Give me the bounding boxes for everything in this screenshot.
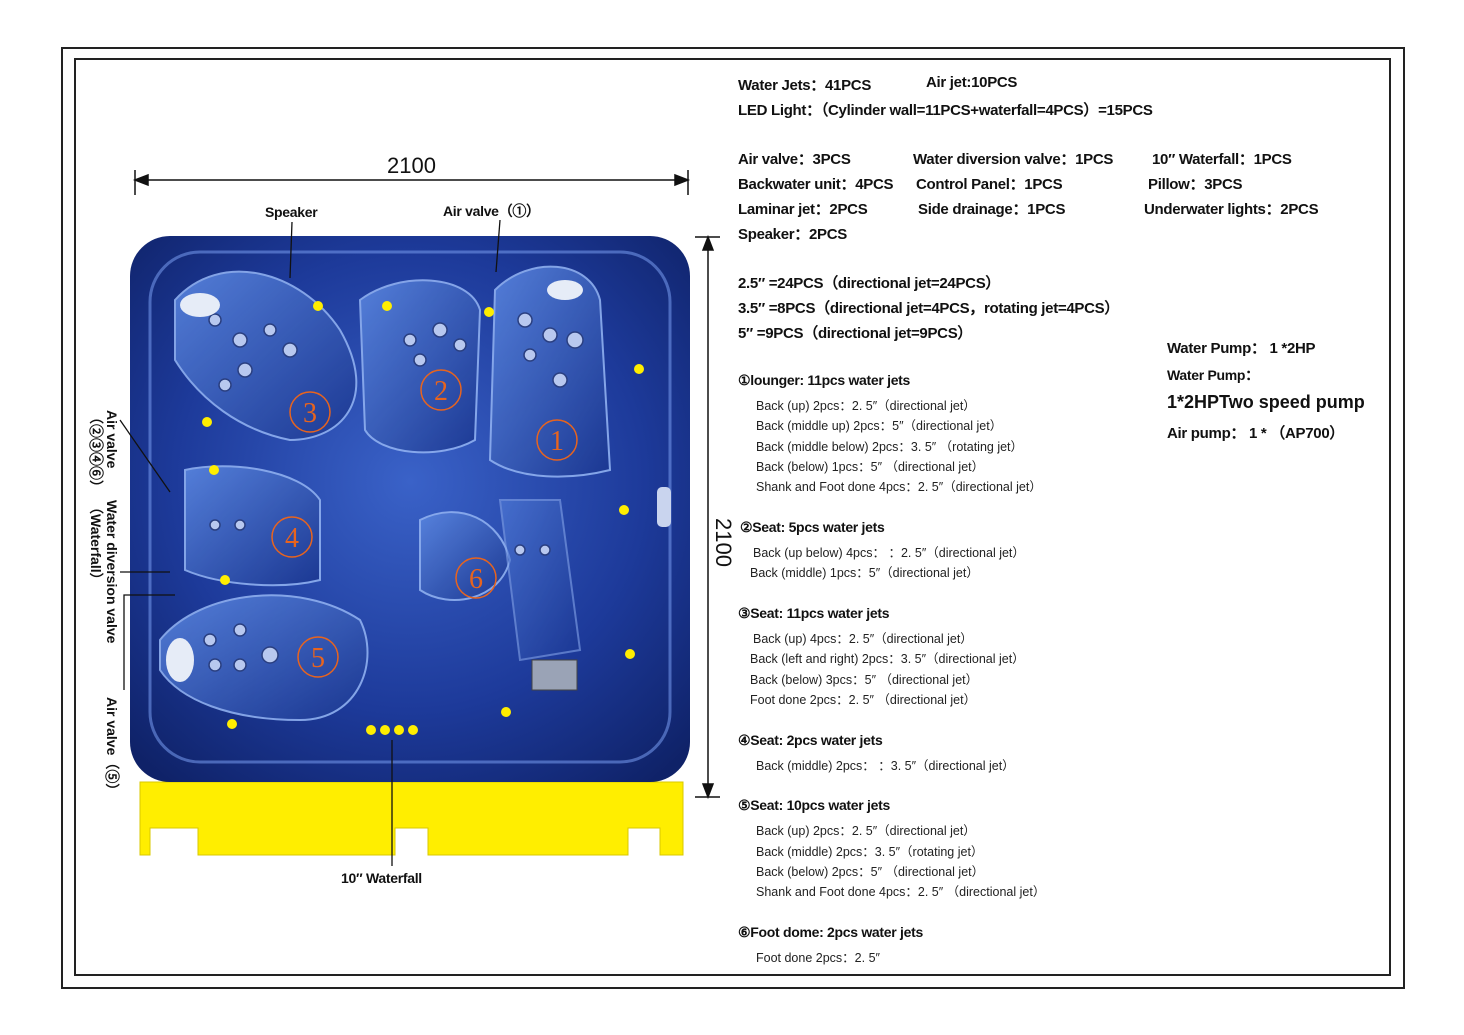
jet-size: 2.5″ =24PCS（directional jet=24PCS）: [738, 275, 1001, 292]
width-dimension-line: [132, 170, 691, 195]
component: Speaker：2PCS: [738, 226, 847, 243]
component: Backwater unit：4PCS: [738, 176, 894, 193]
seat-marker-4: 4: [285, 523, 299, 554]
seat-5-line: Shank and Foot done 4pcs：2. 5″ （directio…: [756, 885, 1046, 899]
seat-1-line: Back (below) 1pcs：5″ （directional jet）: [756, 460, 985, 474]
led-light-total: LED Light：（Cylinder wall=11PCS+waterfall…: [738, 102, 1153, 119]
inner-frame: [74, 58, 1391, 976]
seat-marker-3: 3: [303, 398, 317, 429]
callout-arrows: [119, 219, 501, 866]
callout-water-diversion: Water diversion valve （Waterfall）: [88, 500, 120, 644]
air-jet-total: Air jet:10PCS: [926, 74, 1018, 91]
seat-2-line: Back (middle) 1pcs：5″（directional jet）: [750, 566, 979, 580]
seat-marker-5: 5: [311, 643, 325, 674]
component: Water diversion valve：1PCS: [913, 151, 1114, 168]
led-lights: [202, 301, 644, 735]
depth-dimension-line: [695, 234, 720, 800]
callout-air-valve-5: Air valve（⑤）: [104, 697, 120, 798]
width-label: 2100: [387, 153, 436, 178]
seat-1-line: Back (middle up) 2pcs：5″（directional jet…: [756, 419, 1003, 433]
seat-5-line: Back (middle) 2pcs：3. 5″（rotating jet）: [756, 845, 984, 859]
outer-frame: [61, 47, 1405, 989]
component: 10″ Waterfall：1PCS: [1152, 151, 1292, 168]
component: Pillow：3PCS: [1148, 176, 1243, 193]
seat-1-line: Shank and Foot done 4pcs：2. 5″（direction…: [756, 480, 1042, 494]
seat-marker-1: 1: [550, 426, 564, 457]
seat-3-line: Back (up) 4pcs：2. 5″（directional jet）: [753, 632, 973, 646]
callout-air-valve-2346: Air valve （②③④⑥）: [88, 410, 120, 494]
seat-marker-6: 6: [469, 564, 483, 595]
air-pump: Air pump： 1 * （AP700）: [1167, 425, 1345, 442]
seat-6-title: ⑥Foot dome: 2pcs water jets: [738, 924, 923, 940]
jet-size: 3.5″ =8PCS（directional jet=4PCS，rotating…: [738, 300, 1120, 317]
seat-3-line: Back (left and right) 2pcs：3. 5″（directi…: [750, 652, 1025, 666]
jet-size: 5″ =9PCS（directional jet=9PCS）: [738, 325, 973, 342]
callout-air-valve-1: Air valve（①）: [443, 203, 540, 219]
depth-label: 2100: [711, 518, 736, 567]
seat-4-title: ④Seat: 2pcs water jets: [738, 732, 883, 748]
seat-3-line: Foot done 2pcs：2. 5″ （directional jet）: [750, 693, 977, 707]
seat-2-title: ②Seat: 5pcs water jets: [740, 519, 885, 535]
control-panel: [531, 659, 578, 691]
seat-marker-2: 2: [434, 376, 448, 407]
seat-3-line: Back (below) 3pcs：5″ （directional jet）: [750, 673, 979, 687]
seat-6-line: Foot done 2pcs：2. 5″: [756, 951, 880, 965]
seat-5-line: Back (up) 2pcs：2. 5″（directional jet）: [756, 824, 976, 838]
callout-speaker: Speaker: [265, 204, 318, 220]
seat-4-line: Back (middle) 2pcs： ：3. 5″（directional j…: [756, 759, 1015, 773]
seat-5-line: Back (below) 2pcs：5″ （directional jet）: [756, 865, 985, 879]
seat-1-line: Back (up) 2pcs：2. 5″（directional jet）: [756, 399, 976, 413]
component: Control Panel：1PCS: [916, 176, 1063, 193]
component: Underwater lights：2PCS: [1144, 201, 1319, 218]
seat-1-title: ①lounger: 11pcs water jets: [738, 372, 911, 388]
water-pump-2: Water Pump：: [1167, 367, 1259, 383]
water-pump-2-value: 1*2HPTwo speed pump: [1167, 392, 1365, 412]
component: Air valve：3PCS: [738, 151, 851, 168]
water-pump-1: Water Pump： 1 *2HP: [1167, 340, 1316, 357]
seat-5-title: ⑤Seat: 10pcs water jets: [738, 797, 890, 813]
seat-3-title: ③Seat: 11pcs water jets: [738, 605, 890, 621]
seat-1-line: Back (middle below) 2pcs：3. 5″ （rotating…: [756, 440, 1024, 454]
component: Side drainage：1PCS: [918, 201, 1066, 218]
callout-waterfall: 10″ Waterfall: [341, 870, 422, 886]
water-jets-total: Water Jets：41PCS: [738, 77, 872, 94]
component: Laminar jet：2PCS: [738, 201, 868, 218]
water-jets: [203, 312, 584, 672]
tub-base: [139, 781, 684, 856]
seat-2-line: Back (up below) 4pcs： ：2. 5″（directional…: [753, 546, 1025, 560]
